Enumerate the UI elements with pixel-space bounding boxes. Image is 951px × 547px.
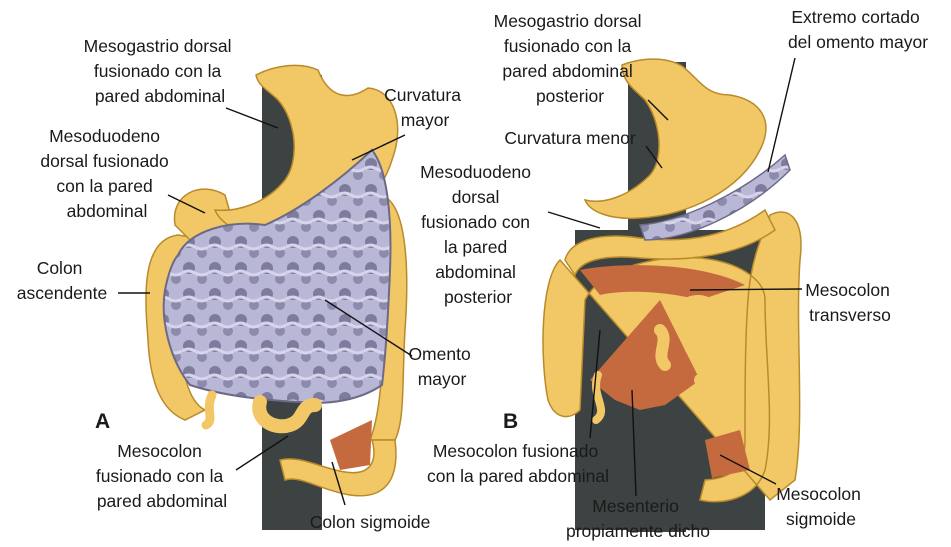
label-mesogastrio-a: Mesogastrio dorsal fusionado con la pare… — [84, 36, 237, 106]
panel-b-letter: B — [503, 410, 518, 433]
label-mesocolon-fusionado-a: Mesocolon fusionado con la pared abdomin… — [96, 441, 228, 511]
label-extremo-cortado-b: Extremo cortado del omento mayor — [788, 7, 928, 52]
leader-extremo-cortado-b — [768, 58, 795, 172]
sigmoid-mesocolon-a — [330, 420, 372, 470]
label-colon-ascendente-a: Colon ascendente — [17, 258, 108, 303]
label-mesoduodeno-b: Mesoduodeno dorsal fusionado con la pare… — [420, 162, 536, 307]
panel-a-letter: A — [95, 410, 110, 433]
leader-mesocolon-transverso-b — [690, 289, 802, 290]
panel-a: A Mesogastrio dorsal fusionado con la pa… — [17, 36, 476, 532]
label-mesocolon-sigmoide-b: Mesocolon sigmoide — [776, 484, 866, 529]
label-mesocolon-transverso-b: Mesocolon transverso — [805, 280, 895, 325]
label-colon-sigmoide-a: Colon sigmoide — [310, 512, 431, 532]
label-mesogastrio-b: Mesogastrio dorsal fusionado con la pare… — [494, 11, 647, 106]
leader-mesoduodeno-b — [548, 212, 600, 228]
label-mesoduodeno-a: Mesoduodeno dorsal fusionado con la pare… — [40, 126, 173, 221]
panel-b: B Mesogastrio dorsal fusionado con la pa… — [420, 7, 928, 541]
label-curvatura-menor-b: Curvatura menor — [504, 128, 635, 148]
appendix-a — [206, 395, 212, 425]
label-omento-mayor-a: Omento mayor — [408, 344, 475, 389]
